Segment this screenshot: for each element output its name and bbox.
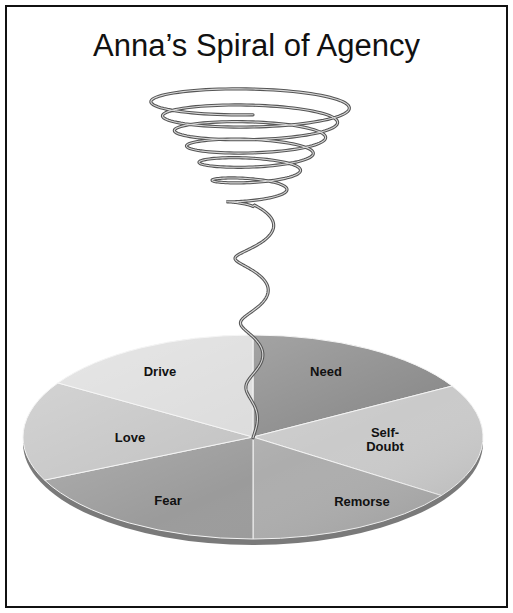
pie-disc bbox=[23, 335, 483, 545]
sector-name: Fear bbox=[154, 494, 181, 508]
sector-label: Drive bbox=[144, 365, 177, 379]
sector-name: Love bbox=[115, 431, 145, 445]
frame-border bbox=[6, 6, 507, 607]
diagram-title: Anna’s Spiral of Agency bbox=[0, 28, 513, 64]
spiral-wire bbox=[151, 89, 349, 438]
sector-name: Self-Doubt bbox=[362, 426, 408, 455]
sector-label: Fear bbox=[154, 494, 181, 508]
sector-label: Self-Doubt bbox=[362, 426, 408, 455]
sector-name: Need bbox=[310, 365, 342, 379]
sector-label: Need bbox=[310, 365, 342, 379]
sector-label: Love bbox=[115, 431, 145, 445]
spiral-highlight bbox=[151, 89, 349, 438]
sector-name: Remorse bbox=[334, 495, 390, 509]
spiral-coil bbox=[151, 89, 349, 438]
sector-label: Remorse bbox=[334, 495, 390, 509]
sector-name: Drive bbox=[144, 365, 177, 379]
